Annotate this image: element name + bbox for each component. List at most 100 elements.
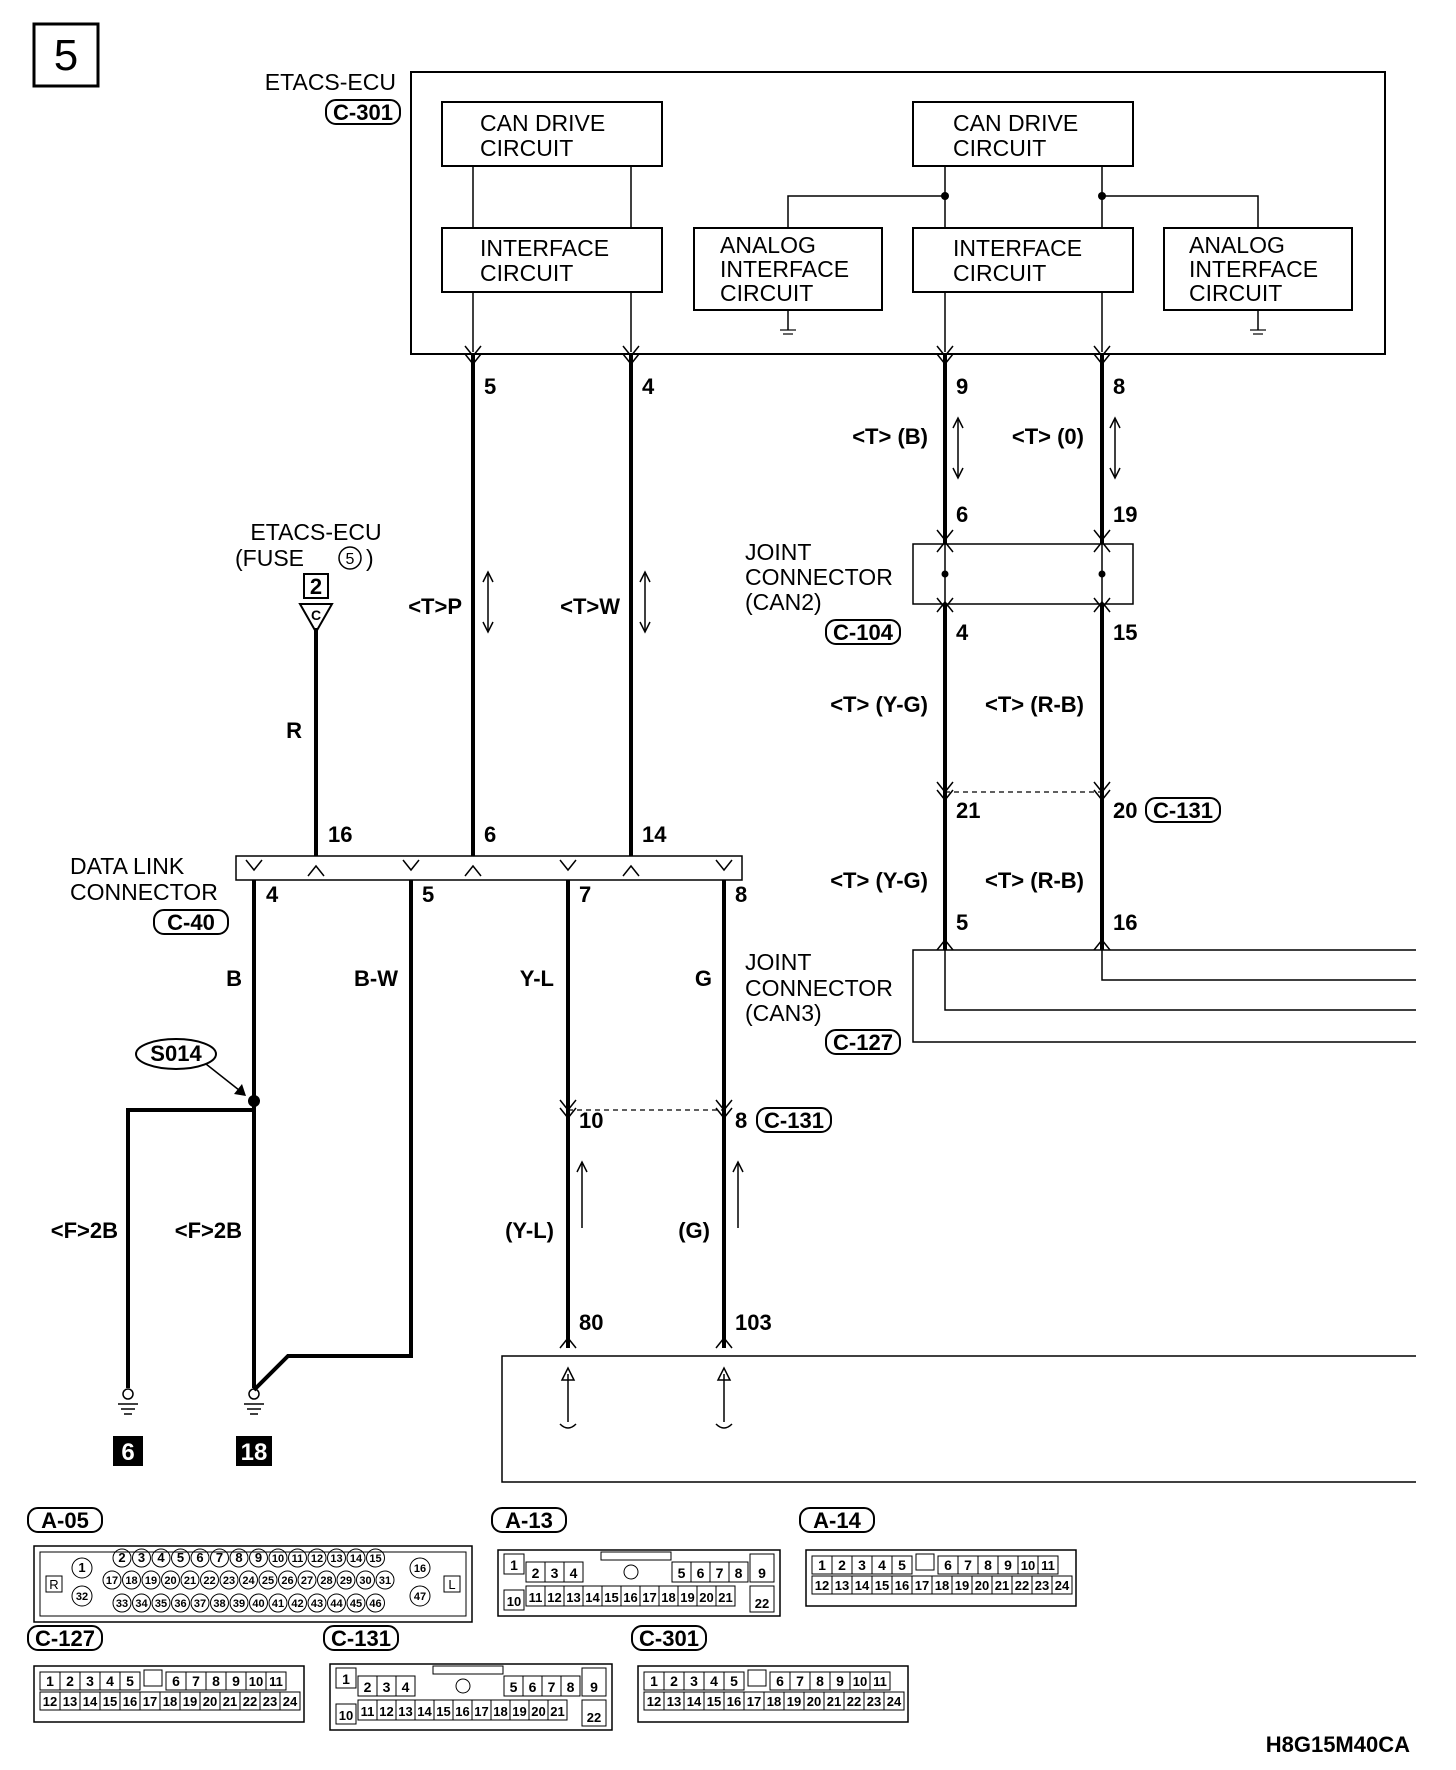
block-line: INTERFACE [720,256,849,282]
main-wires [126,354,1104,1392]
connector-pin-number: 19 [183,1694,197,1709]
connector-face-a05 [33,1545,473,1623]
connector-pin-number: 3 [690,1673,698,1689]
ground-ref-box [236,1436,272,1466]
fuse-source-title: ETACS-ECU [250,519,381,545]
connector-pin-number: 17 [143,1694,157,1709]
connector-pin-number: 13 [835,1578,849,1593]
connector-pin-number: 9 [590,1679,598,1695]
wire-label-r: R [286,718,302,743]
wire-label-tw: <T>W [560,594,620,619]
interface-circuit-right: INTERFACE CIRCUIT [912,227,1134,293]
connector-pin-number: 10 [507,1594,521,1609]
connector-pin-number: 9 [836,1673,844,1689]
connector-pin-number: 18 [125,1575,137,1587]
etacs-pin-5: 5 [484,374,496,399]
connector-pin-number: 13 [398,1704,412,1719]
connector-pin-number: 11 [361,1704,375,1719]
connector-lock-icon [623,1564,639,1580]
connector-pin-number: 8 [735,1565,743,1581]
etacs-pin-8: 8 [1113,374,1125,399]
connector-pin-number: 41 [272,1598,284,1610]
connector-code-c131: C-131 [331,1626,391,1651]
junction-dot [1098,192,1106,200]
connector-pin-number: 38 [213,1598,225,1610]
splice-arrow-icon [234,1084,246,1096]
junction-dot [941,192,949,200]
wire-label-yl: Y-L [520,966,554,991]
connector-pin-number: 5 [898,1557,906,1573]
connector-pin-number: 17 [642,1590,656,1605]
connector-pin-number: 14 [350,1553,363,1565]
can3-pin-16: 16 [1113,910,1137,935]
connector-code-a13: A-13 [505,1508,553,1533]
connector-pin-number: 5 [678,1565,686,1581]
connector-pin-number: 13 [667,1694,681,1709]
connector-pin-number: 21 [827,1694,841,1709]
etacs-ecu-box [410,71,1386,355]
connector-pin-number: 33 [116,1598,128,1610]
connector-pin-number: 6 [172,1673,180,1689]
connector-pin-number: 23 [263,1694,277,1709]
connector-pin-number: 5 [177,1550,184,1565]
can2-label: (CAN2) [745,589,822,615]
connector-pin-number: 12 [311,1553,323,1565]
pin-chevrons [464,345,1111,1349]
connector-pin-number: 19 [787,1694,801,1709]
connector-pin-number: 10 [339,1708,353,1723]
connector-pin-number: 10 [249,1674,263,1689]
connector-pin-number: 2 [364,1679,372,1695]
connector-pin-number: 21 [184,1575,196,1587]
fuse-number-circle [338,546,362,570]
connector-pin-number: 16 [455,1704,469,1719]
ground-ref-18: 18 [241,1439,268,1466]
connector-pin-number: 19 [955,1578,969,1593]
connector-pin-number: 1 [342,1671,350,1687]
wire-label-trb1: <T> (R-B) [985,692,1084,717]
connector-pin-number: 2 [118,1550,125,1565]
c131-pin-20: 20 [1113,798,1137,823]
connector-face-c131 [329,1663,613,1731]
connector-pin-number: 1 [78,1560,85,1575]
connector-pin-number: 10 [272,1553,284,1565]
connector-pin-number: 18 [493,1704,507,1719]
a05-side-right: L [448,1577,455,1592]
can3-code-frame [825,1029,901,1055]
connector-pin-number: 9 [1004,1557,1012,1573]
fuse-number: 5 [346,551,355,568]
connector-pin-number: 24 [242,1575,255,1587]
page-number-box [32,22,100,88]
connector-pin-number: 21 [995,1578,1009,1593]
connector-pin-number: 42 [291,1598,303,1610]
connector-pin-number: 29 [340,1575,352,1587]
connector-pin-number: 14 [687,1694,702,1709]
connector-pin-number: 13 [63,1694,77,1709]
connector-pin-number: 36 [174,1598,186,1610]
joint-connector-can3 [912,949,1416,1043]
block-line: CIRCUIT [480,135,573,161]
connector-pin-number: 11 [292,1553,304,1565]
block-line: CIRCUIT [1189,280,1282,306]
page-number: 5 [54,31,78,80]
connector-pin-number: 11 [873,1674,887,1689]
connector-pin-number: 20 [975,1578,989,1593]
wire-label-b: B [226,966,242,991]
connector-pin-number: 43 [311,1598,323,1610]
connector-pin-number: 20 [164,1575,176,1587]
lower-unit-box [501,1355,1416,1483]
connector-pin-number: 4 [157,1550,165,1565]
connector-pin-number: 22 [587,1710,601,1725]
can3-label: (CAN3) [745,1000,822,1026]
connector-key-icon [915,1553,935,1571]
connector-pin-number: 47 [414,1591,426,1603]
connector-pin-number: 46 [369,1598,381,1610]
ground-ref-box [113,1436,143,1466]
connector-pin-number: 31 [379,1575,391,1587]
can3-code: C-127 [833,1030,893,1055]
connector-pin-number: 15 [436,1704,450,1719]
fuse-source-post: ) [366,545,374,571]
connector-pin-number: 28 [320,1575,332,1587]
connector-pin-number: 23 [1035,1578,1049,1593]
interface-circuit-left: INTERFACE CIRCUIT [441,227,663,293]
